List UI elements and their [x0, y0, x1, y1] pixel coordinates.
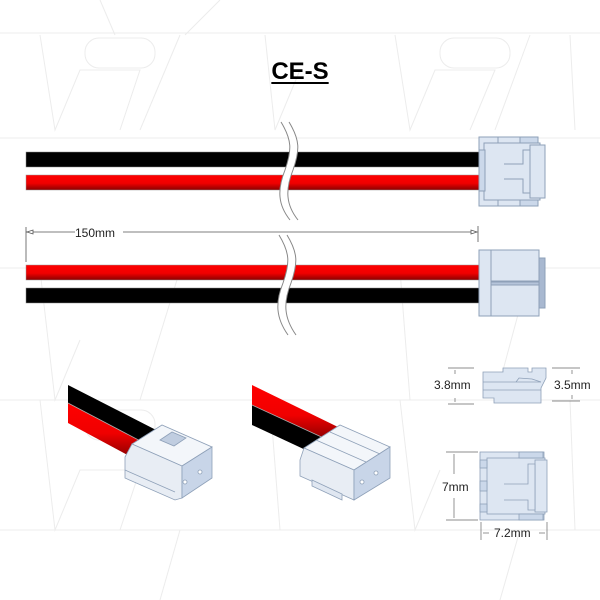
isometric-view-1: [67, 385, 213, 501]
length-dimension: [25, 226, 479, 262]
black-wire: [25, 287, 487, 304]
depth-label: 7.2mm: [494, 526, 531, 540]
red-wire: [25, 174, 487, 191]
profile-view: [448, 367, 580, 405]
title-text: CE-S: [271, 58, 329, 85]
black-wire: [25, 151, 487, 168]
isometric-view-2: [251, 385, 391, 501]
width-label: 7mm: [442, 480, 469, 494]
red-wire: [25, 264, 487, 281]
break-marks: [277, 121, 299, 336]
height-right-label: 3.5mm: [554, 378, 591, 392]
diagram-title: CE-S: [0, 58, 600, 86]
connector-top: [478, 136, 546, 207]
height-left-label: 3.8mm: [434, 378, 471, 392]
side-view: [25, 249, 546, 317]
length-label: 150mm: [75, 226, 116, 240]
top-view: [25, 136, 546, 207]
connector-side: [478, 249, 546, 317]
front-view: [446, 451, 548, 540]
